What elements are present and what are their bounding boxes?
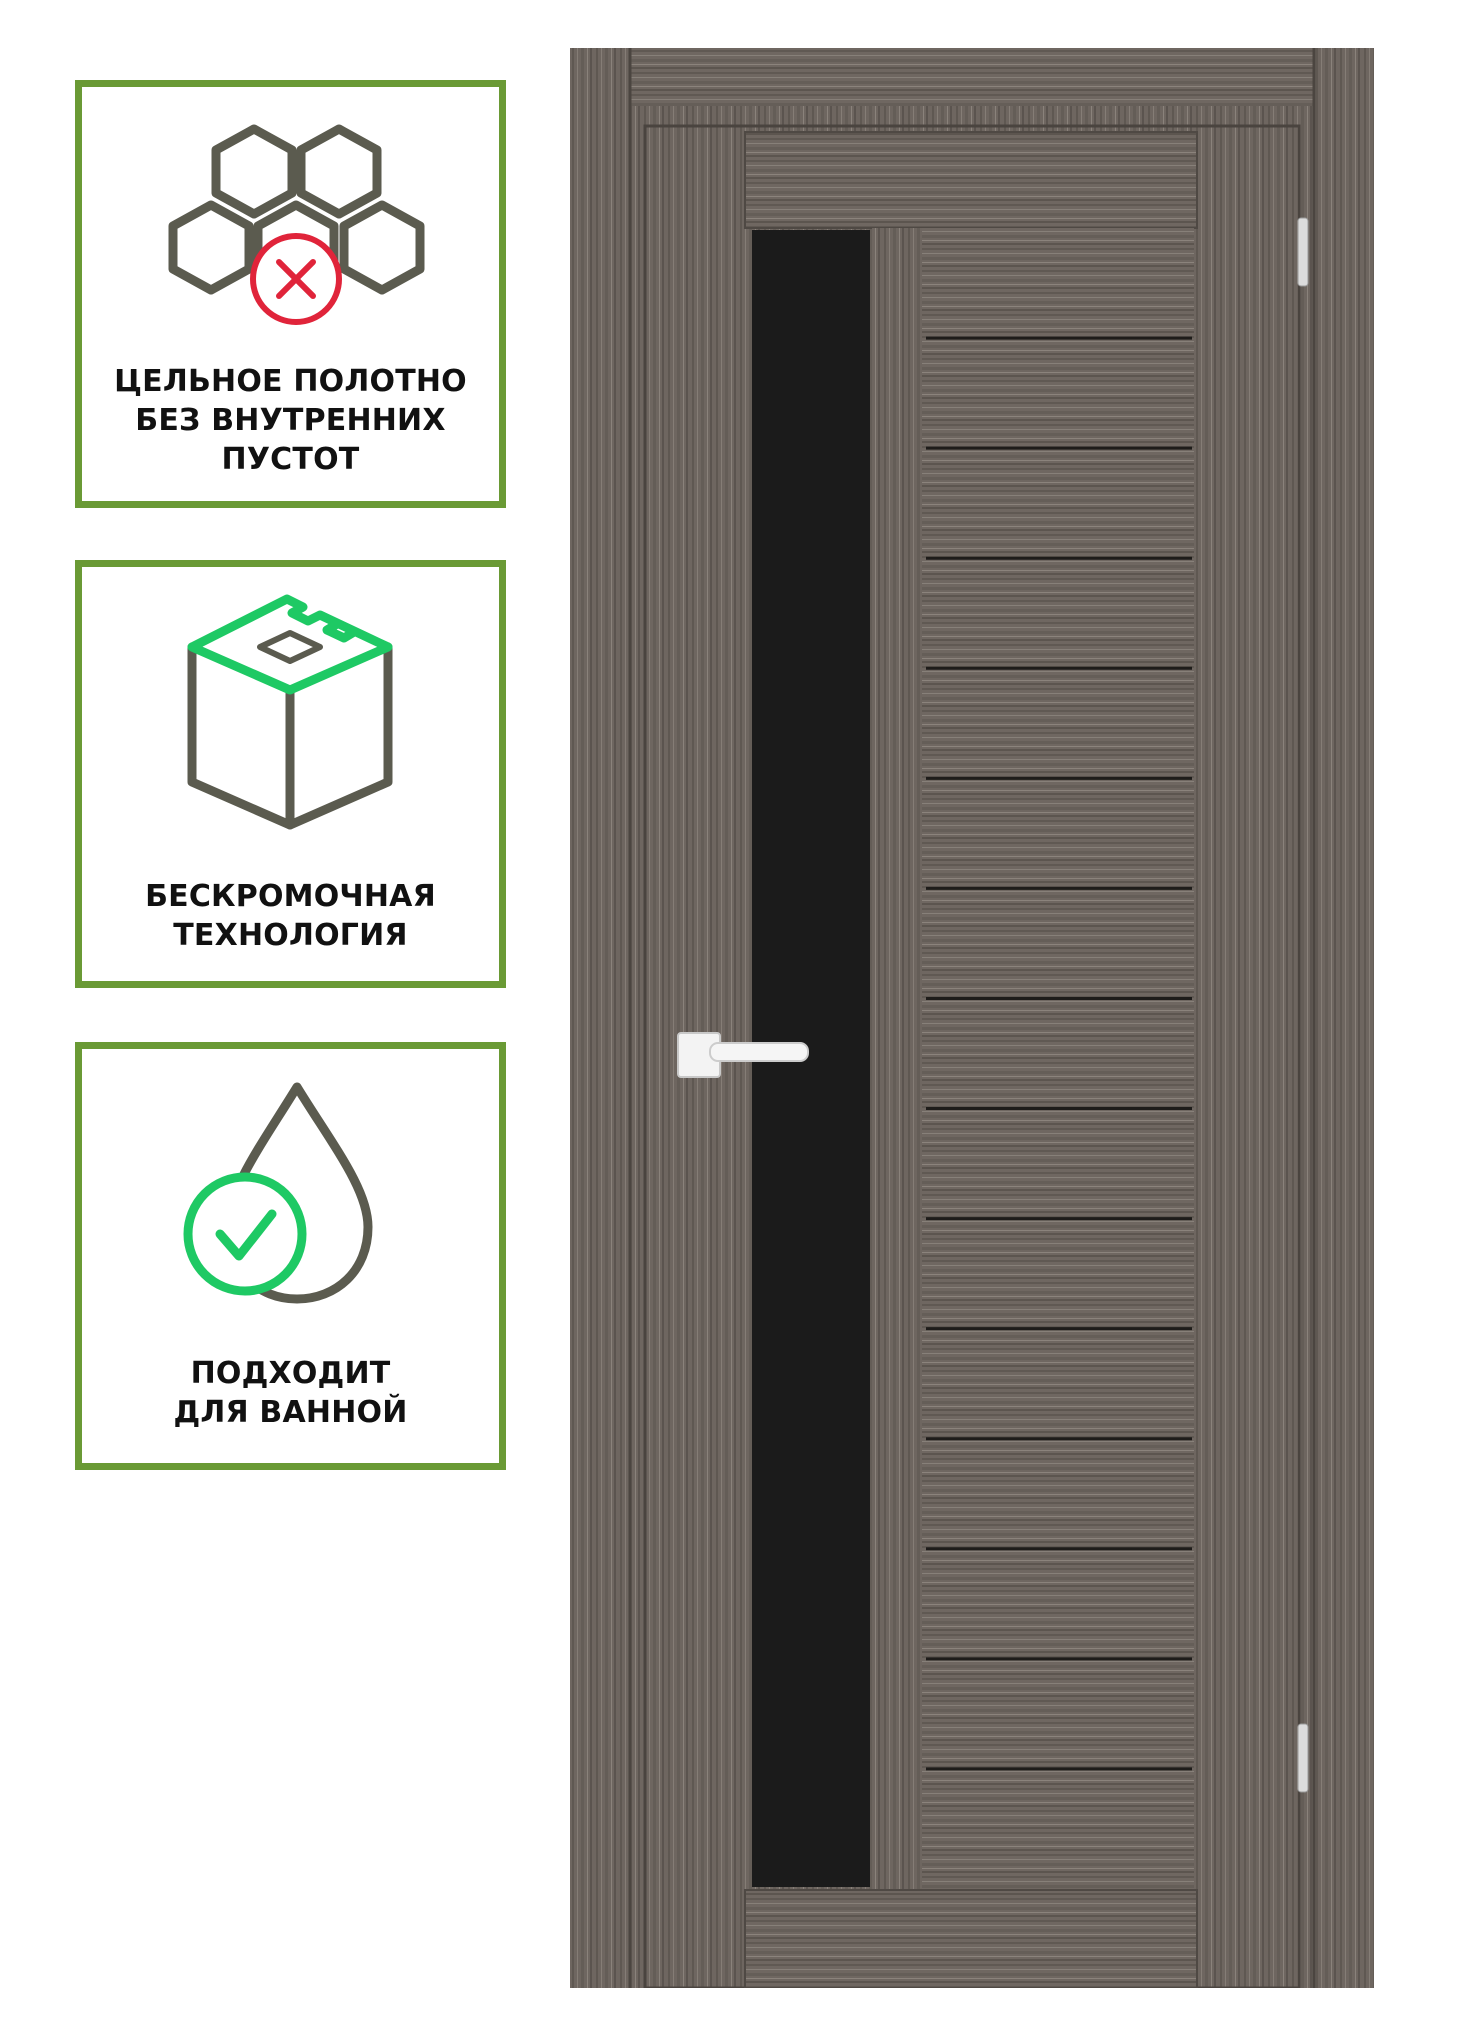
- door-hinge-top: [1297, 217, 1309, 287]
- door-product-image: [570, 48, 1374, 1988]
- feature-card-solid-leaf: ЦЕЛЬНОЕ ПОЛОТНО БЕЗ ВНУТРЕННИХ ПУСТОТ: [75, 80, 506, 508]
- caption-line: ЦЕЛЬНОЕ ПОЛОТНО: [114, 364, 467, 399]
- caption-line: БЕСКРОМОЧНАЯ: [145, 879, 436, 914]
- door-handle[interactable]: [677, 1032, 809, 1078]
- feature-card-edgeless: БЕСКРОМОЧНАЯ ТЕХНОЛОГИЯ: [75, 560, 506, 988]
- door-top-rail: [744, 131, 1198, 229]
- feature-caption-solid-leaf: ЦЕЛЬНОЕ ПОЛОТНО БЕЗ ВНУТРЕННИХ ПУСТОТ: [82, 362, 499, 479]
- door-middle-stile: [872, 228, 922, 1890]
- door-frame-top: [630, 48, 1314, 106]
- caption-line: ДЛЯ ВАННОЙ: [173, 1395, 408, 1430]
- water-drop-check-icon: [183, 1082, 373, 1304]
- door-slat-panel: [922, 228, 1194, 1890]
- feature-caption-edgeless: БЕСКРОМОЧНАЯ ТЕХНОЛОГИЯ: [82, 877, 499, 955]
- edgeless-cube-icon: [187, 594, 393, 830]
- honeycomb-with-x-icon: [168, 124, 425, 325]
- caption-line: ПУСТОТ: [221, 442, 360, 477]
- caption-line: ТЕХНОЛОГИЯ: [173, 918, 408, 953]
- feature-caption-bathroom: ПОДХОДИТ ДЛЯ ВАННОЙ: [82, 1354, 499, 1432]
- door-hinge-bottom: [1297, 1723, 1309, 1793]
- door-slat-dividers: [926, 336, 1192, 1771]
- door-bottom-rail: [744, 1889, 1198, 1988]
- feature-card-bathroom: ПОДХОДИТ ДЛЯ ВАННОЙ: [75, 1042, 506, 1470]
- caption-line: ПОДХОДИТ: [190, 1356, 391, 1391]
- caption-line: БЕЗ ВНУТРЕННИХ: [135, 403, 446, 438]
